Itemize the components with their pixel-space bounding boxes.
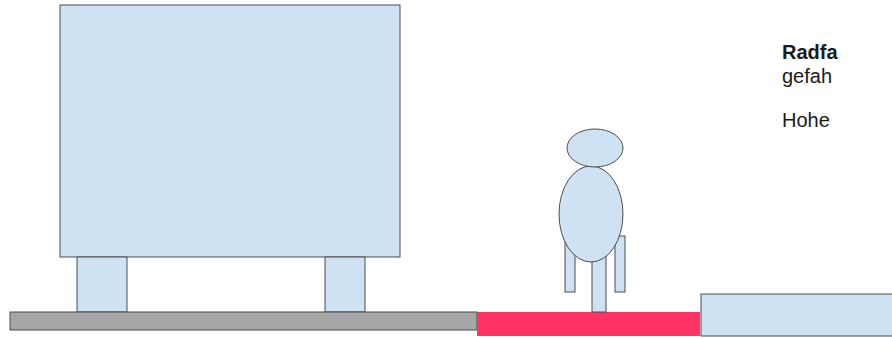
vehicle-wheel: [325, 257, 365, 312]
note-text: Hohe: [782, 108, 830, 132]
person-head: [567, 129, 623, 167]
note-text: Radfa: [782, 40, 838, 64]
sidewalk: [701, 294, 892, 336]
note-text: gefah: [782, 64, 832, 88]
vehicle-body: [60, 5, 400, 257]
bike-lane: [477, 312, 700, 336]
vehicle-wheel: [77, 257, 127, 312]
person-arm: [615, 236, 625, 292]
road: [10, 312, 477, 330]
person-body: [559, 166, 623, 262]
